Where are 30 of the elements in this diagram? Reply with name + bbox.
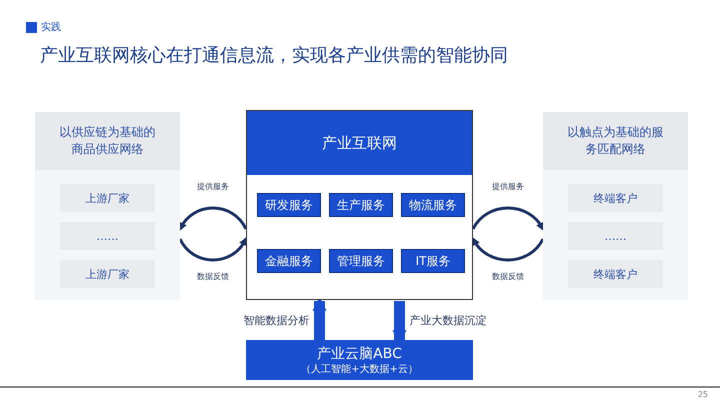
- list-box: ……: [568, 222, 663, 250]
- box-title: 产业云脑ABC: [317, 344, 402, 362]
- service-box: IT服务: [401, 249, 465, 273]
- service-box: 管理服务: [329, 249, 393, 273]
- cycle-arrow: [472, 236, 544, 262]
- service-box: 物流服务: [401, 193, 465, 217]
- network-panel: [543, 112, 688, 300]
- network-panel: [35, 112, 180, 300]
- cycle-arrow: [472, 206, 544, 232]
- cycle-arrow: [178, 236, 248, 262]
- foundation-box: [246, 340, 473, 380]
- list-box: ……: [60, 222, 155, 250]
- list-box: 终端客户: [568, 260, 663, 288]
- slide-title: 产业互联网核心在打通信息流，实现各产业供需的智能协同: [40, 44, 508, 68]
- section-label: 实践: [41, 21, 61, 34]
- service-box: 金融服务: [257, 249, 321, 273]
- panel-heading: 以触点为基础的服务匹配网络: [543, 112, 688, 170]
- cycle-arrow: [178, 206, 248, 232]
- platform-panel: [246, 110, 473, 300]
- page-number: 25: [698, 390, 708, 400]
- panel-heading: 产业互联网: [247, 111, 472, 175]
- box-subtitle: （人工智能+大数据+云）: [301, 362, 418, 376]
- edge-label: 产业大数据沉淀: [408, 314, 488, 328]
- service-box: 研发服务: [257, 193, 321, 217]
- edge-label: 智能数据分析: [242, 314, 312, 328]
- service-box: 生产服务: [329, 193, 393, 217]
- panel-heading: 以供应链为基础的商品供应网络: [35, 112, 180, 170]
- list-box: 终端客户: [568, 184, 663, 212]
- list-box: 上游厂家: [60, 260, 155, 288]
- list-box: 上游厂家: [60, 184, 155, 212]
